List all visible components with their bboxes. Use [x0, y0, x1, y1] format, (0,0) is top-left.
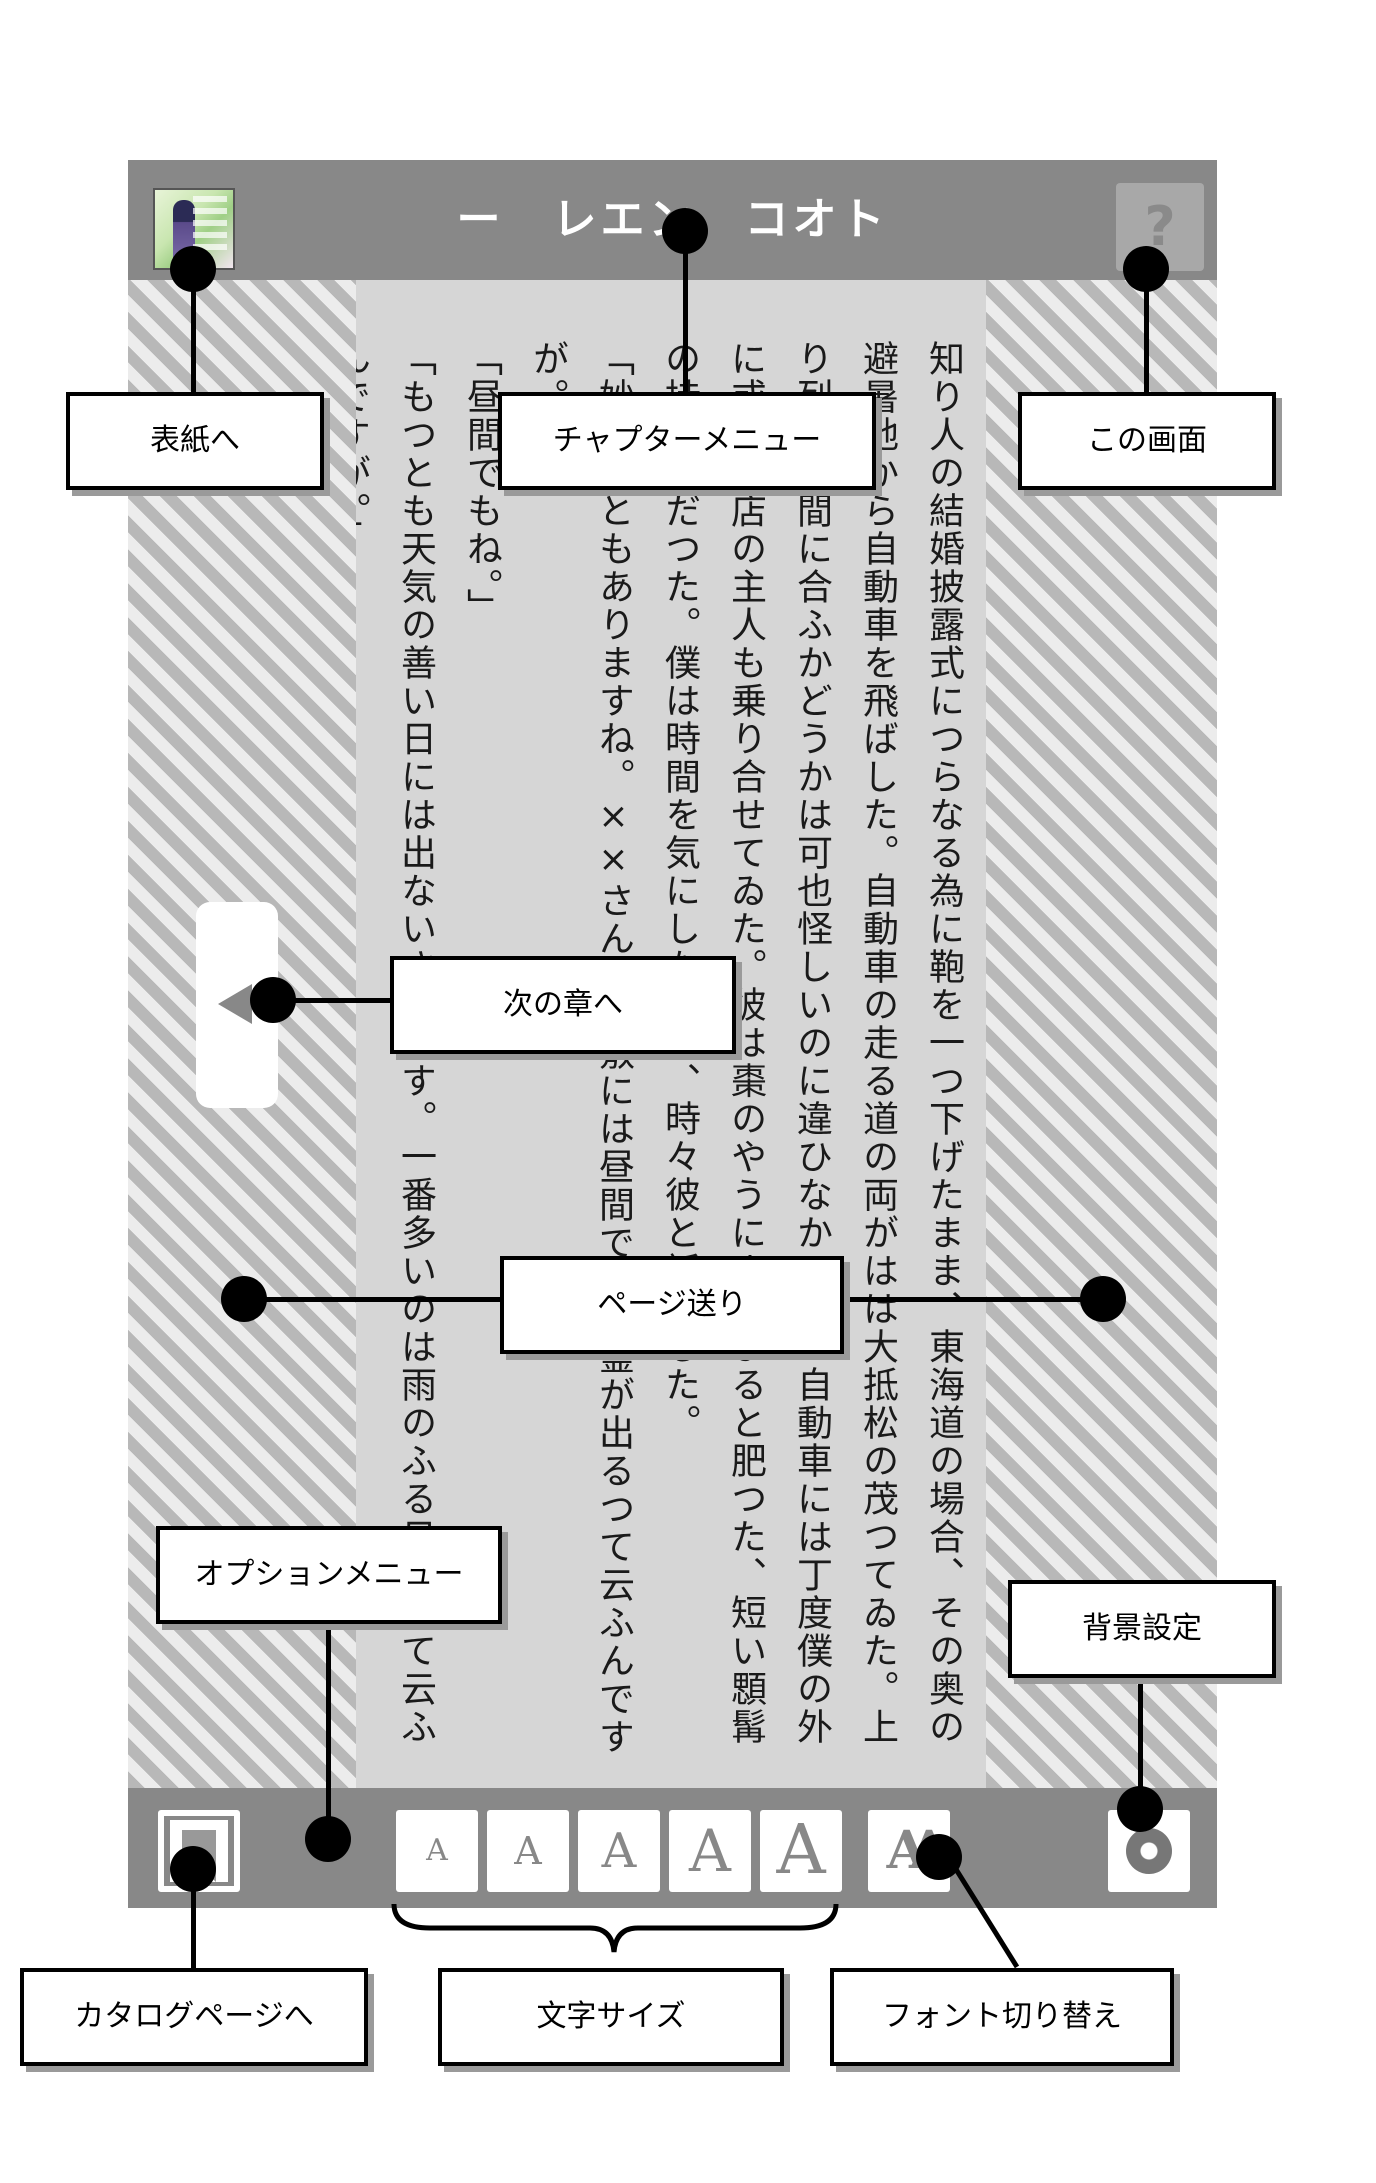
leader-line-option: [326, 1612, 331, 1838]
callout-font-switch: フォント切り替え: [830, 1968, 1174, 2066]
callout-page-turn: ページ送り: [500, 1256, 844, 1354]
font-size-5-button[interactable]: A: [760, 1810, 842, 1892]
leader-line-background: [1138, 1670, 1143, 1808]
leader-line-help: [1144, 268, 1149, 394]
leader-line-cover: [191, 268, 196, 394]
callout-chapter-menu: チャプターメニュー: [498, 392, 876, 490]
gear-icon: [1126, 1828, 1172, 1874]
leader-dot-catalog: [170, 1846, 216, 1892]
callout-option-menu: オプションメニュー: [156, 1526, 502, 1624]
leader-dot-page-right: [1080, 1276, 1126, 1322]
callout-next-chapter: 次の章へ: [390, 956, 736, 1054]
page-turn-area-right[interactable]: [986, 280, 1217, 1788]
leader-dot-help: [1123, 246, 1169, 292]
font-size-2-button[interactable]: A: [487, 1810, 569, 1892]
callout-background-settings: 背景設定: [1008, 1580, 1276, 1678]
callout-cover: 表紙へ: [66, 392, 324, 490]
leader-dot-page-left: [221, 1276, 267, 1322]
font-size-1-button[interactable]: A: [396, 1810, 478, 1892]
leader-dot-background: [1117, 1786, 1163, 1832]
callout-font-size: 文字サイズ: [438, 1968, 784, 2066]
leader-dot-chapter: [662, 208, 708, 254]
font-size-brace: [391, 1903, 839, 1953]
callout-catalog-page: カタログページへ: [20, 1968, 368, 2066]
leader-line-next: [273, 998, 393, 1003]
leader-dot-font-switch: [916, 1834, 962, 1880]
leader-dot-next: [250, 977, 296, 1023]
triangle-left-icon: [218, 984, 252, 1024]
font-size-3-button[interactable]: A: [578, 1810, 660, 1892]
bottom-bar: A A A A A AA: [128, 1788, 1217, 1908]
leader-dot-option: [305, 1816, 351, 1862]
font-size-4-button[interactable]: A: [669, 1810, 751, 1892]
leader-line-catalog: [191, 1870, 196, 1970]
leader-line-chapter: [683, 231, 688, 394]
leader-dot-cover: [170, 246, 216, 292]
callout-this-screen: この画面: [1018, 392, 1276, 490]
